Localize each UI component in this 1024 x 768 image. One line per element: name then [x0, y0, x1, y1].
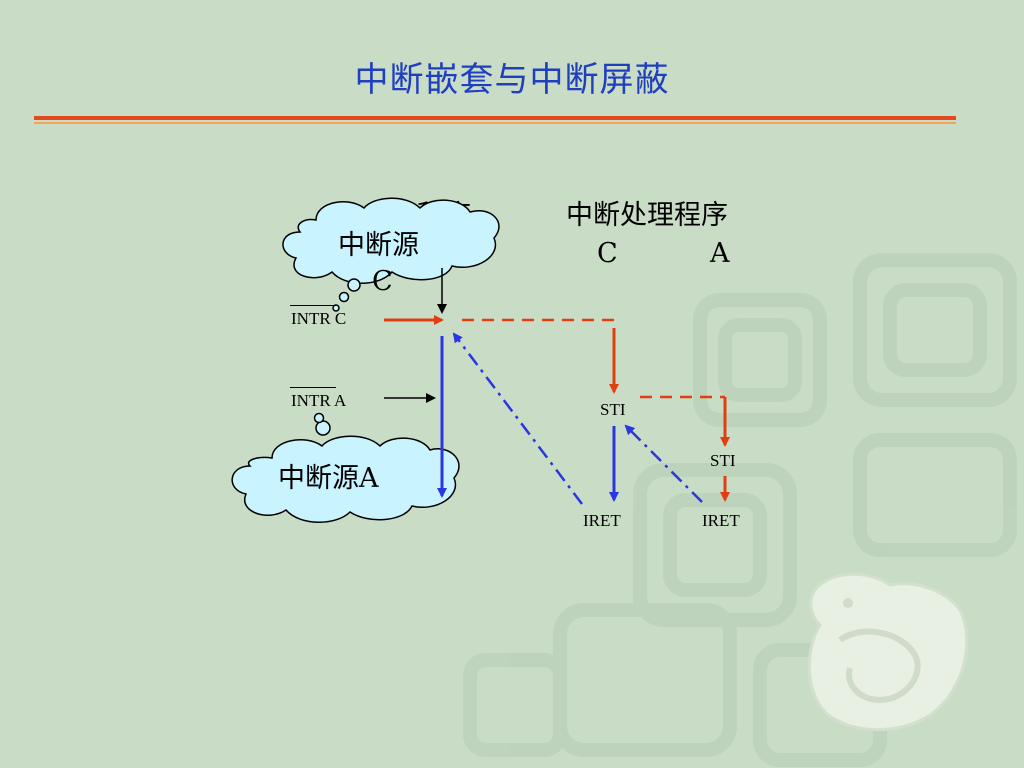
blue-return-to-main: [452, 332, 583, 505]
handler-c-label: C: [597, 238, 618, 269]
cloud-source-a: [231, 412, 460, 523]
handler-header: 中断处理程序: [566, 200, 728, 231]
sti-handler-a: STI: [710, 451, 736, 470]
intr-a-signal: INTR: [291, 391, 331, 410]
iret-handler-c: IRET: [583, 511, 621, 530]
blue-return-to-handler-c: [624, 424, 703, 503]
title-rule: [34, 116, 956, 120]
source-c-label: 中断源: [338, 230, 419, 261]
intr-c-source: C: [330, 309, 347, 328]
source-c-letter: C: [372, 266, 393, 297]
dragon-emblem-icon: [807, 572, 969, 732]
source-a-label: 中断源A: [278, 463, 379, 494]
iret-handler-a: IRET: [702, 511, 740, 530]
cloud-source-c: [282, 197, 500, 312]
slide-title: 中断嵌套与中断屏蔽: [354, 60, 670, 100]
title-rule-accent: [34, 122, 956, 124]
handler-a-label: A: [710, 238, 730, 269]
intr-c-overline: [290, 305, 336, 306]
intr-c-label: INTR C: [291, 309, 346, 329]
intr-a-overline: [290, 387, 336, 388]
sti-handler-c: STI: [600, 400, 626, 419]
intr-a-label: INTR A: [291, 391, 346, 411]
intr-a-source: A: [330, 391, 347, 410]
intr-c-signal: INTR: [291, 309, 331, 328]
